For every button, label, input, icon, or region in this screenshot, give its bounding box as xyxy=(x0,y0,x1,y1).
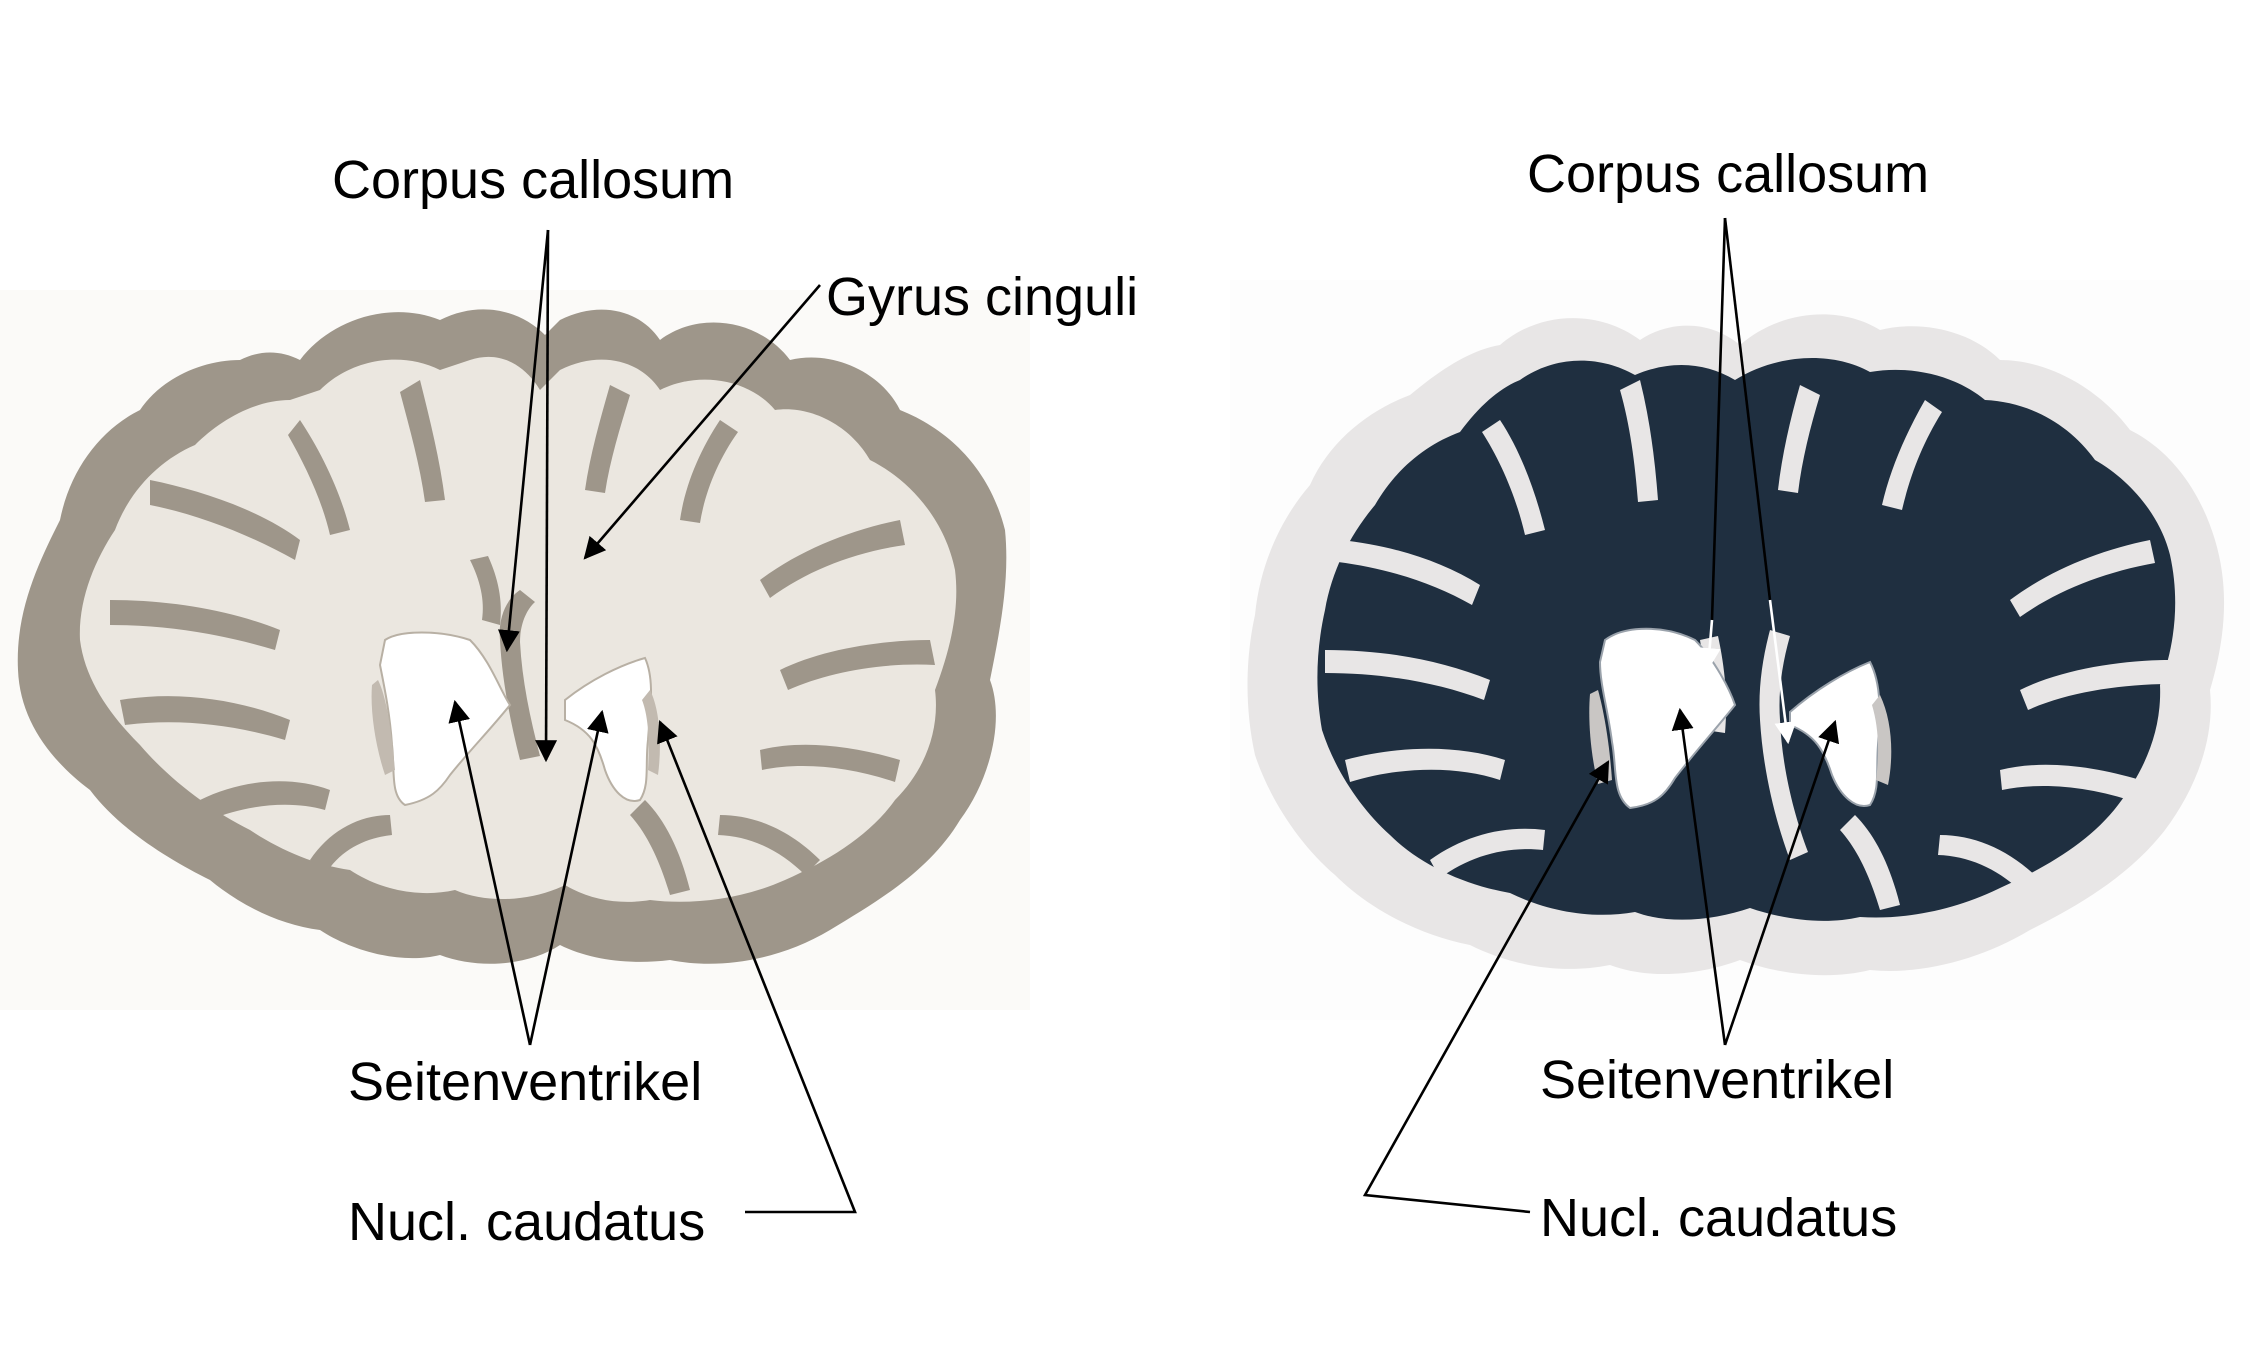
right-white-matter xyxy=(1317,358,2176,921)
left-leader-nucl-caudatus xyxy=(657,719,857,1214)
right-ventricle-left xyxy=(1598,627,1737,810)
left-label-gyrus-cinguli: Gyrus cinguli xyxy=(826,267,1138,327)
left-label-seitenventrikel: Seitenventrikel xyxy=(348,1052,702,1112)
right-annotations: Corpus callosum Seitenventrikel Nucl. ca… xyxy=(1362,144,1929,1248)
right-brain-section xyxy=(1230,280,2250,1020)
left-label-nucl-caudatus: Nucl. caudatus xyxy=(348,1192,705,1252)
right-leader-corpus-callosum-2 xyxy=(1723,217,1772,601)
left-brain-section xyxy=(0,290,1030,1010)
left-leader-corpus-callosum-1 xyxy=(497,229,550,653)
right-leader-corpus-callosum-2-tip xyxy=(1768,599,1797,745)
right-leader-corpus-callosum-1 xyxy=(1710,217,1727,621)
right-label-nucl-caudatus: Nucl. caudatus xyxy=(1540,1188,1897,1248)
right-leader-seitenventrikel-1 xyxy=(1671,707,1727,1046)
right-sulci xyxy=(1325,380,2172,910)
left-leader-gyrus-cinguli xyxy=(583,284,821,560)
left-label-corpus-callosum: Corpus callosum xyxy=(332,150,734,210)
left-leader-seitenventrikel-2 xyxy=(528,709,609,1046)
right-leader-corpus-callosum-1-tip xyxy=(1698,619,1721,671)
left-leader-seitenventrikel-1 xyxy=(448,699,532,1046)
right-label-corpus-callosum: Corpus callosum xyxy=(1527,144,1929,204)
left-leader-corpus-callosum-2 xyxy=(535,229,558,763)
right-label-seitenventrikel: Seitenventrikel xyxy=(1540,1050,1894,1110)
right-leader-seitenventrikel-2 xyxy=(1723,719,1840,1046)
right-leader-nucl-caudatus xyxy=(1362,760,1610,1214)
left-annotations: Corpus callosum Gyrus cinguli Seitenvent… xyxy=(332,150,1138,1252)
